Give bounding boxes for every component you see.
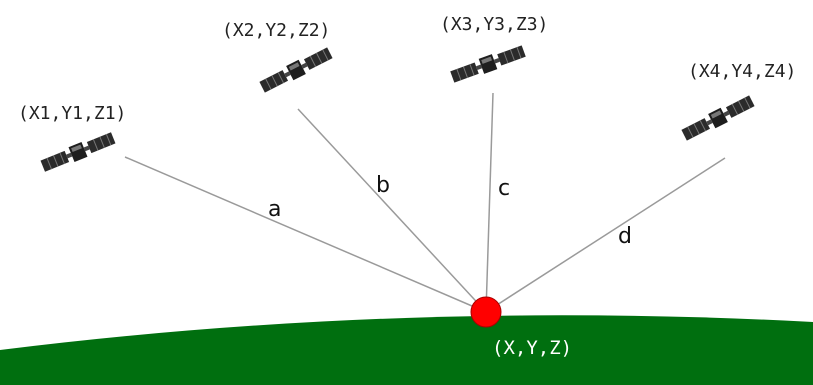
satellite-1-coord-label: (X1,Y1,Z1) (18, 103, 126, 124)
earth-surface (0, 315, 813, 385)
distance-line-c (485, 92, 494, 313)
satellite-2-coord-label: (X2,Y2,Z2) (222, 20, 330, 41)
satellite-3-coord-label: (X3,Y3,Z3) (440, 14, 548, 35)
receiver-point (470, 296, 502, 328)
satellite-icon (258, 45, 334, 95)
satellite-icon (680, 93, 756, 143)
satellite-icon (449, 42, 527, 86)
distance-label-d: d (618, 224, 632, 249)
distance-label-c: c (498, 176, 510, 201)
distance-line-b (297, 108, 487, 313)
distance-line-a (124, 156, 487, 313)
distance-label-a: a (268, 197, 281, 222)
satellite-icon (39, 129, 117, 175)
receiver-coord-label: (X,Y,Z) (492, 337, 572, 359)
satellite-4-coord-label: (X4,Y4,Z4) (688, 61, 796, 82)
distance-label-b: b (376, 173, 390, 198)
distance-line-d (485, 157, 726, 313)
